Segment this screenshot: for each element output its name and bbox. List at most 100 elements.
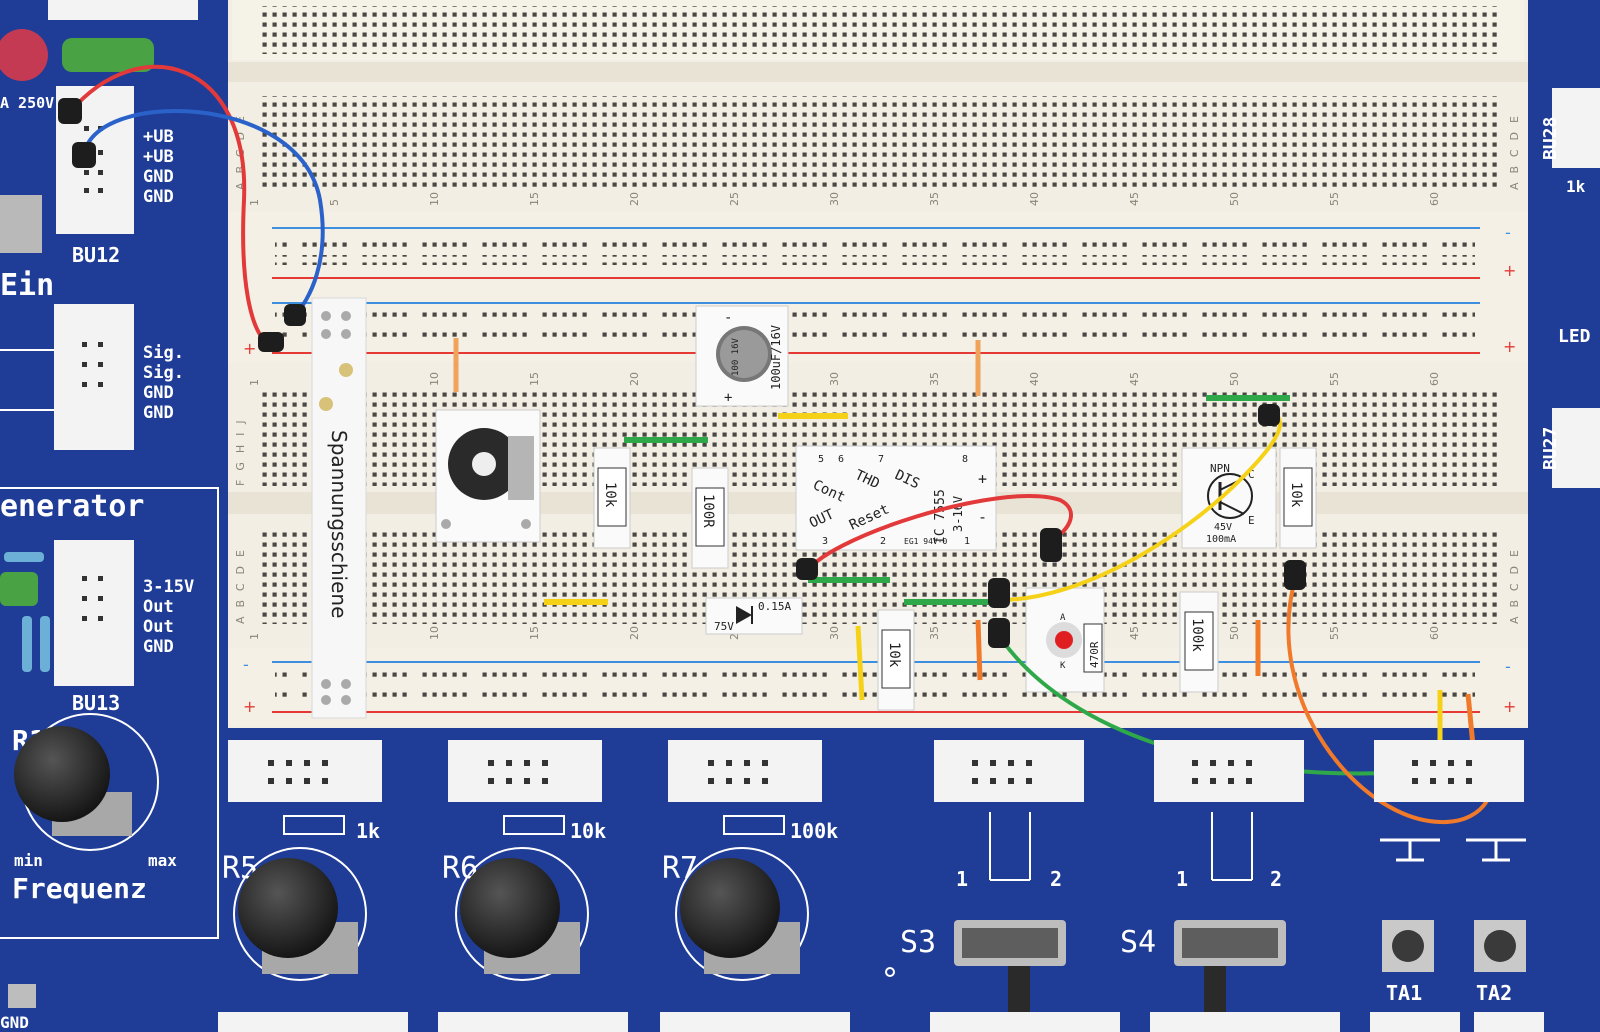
column-number: 20 (628, 372, 641, 386)
socket-hole (542, 778, 548, 784)
led-module: A K 470R (1025, 587, 1105, 693)
column-number: 40 (1028, 372, 1041, 386)
rail-plus-mark: + (1503, 337, 1516, 356)
column-number: 20 (628, 626, 641, 640)
column-number: 30 (828, 192, 841, 206)
socket-hole (708, 778, 714, 784)
r1-max-label: max (148, 851, 177, 870)
ic-pin-5: 5 (818, 454, 824, 465)
diode-current: 0.15A (758, 600, 791, 613)
socket-hole (286, 778, 292, 784)
mount-hole (885, 967, 895, 977)
bu12-pin-3: GND (143, 167, 174, 187)
socket-hole (1466, 760, 1472, 766)
bottom-socket (1474, 1012, 1544, 1032)
s3-slide-switch[interactable] (954, 920, 1066, 1016)
column-number: 60 (1428, 372, 1441, 386)
signal-pin-3: GND (143, 383, 174, 403)
ic-pin-2: 2 (880, 536, 886, 547)
signal-holes (82, 342, 103, 387)
row-letters-lower: ABCDE (234, 541, 247, 624)
right-socket (1552, 408, 1600, 488)
transistor-voltage: 45V (1214, 522, 1232, 533)
rail-holes (275, 330, 1475, 340)
socket-hole (524, 760, 530, 766)
socket-hole (1246, 778, 1252, 784)
ic-pin-3: 3 (822, 536, 828, 547)
bu12-pin-4: GND (143, 187, 174, 207)
column-number: 60 (1428, 192, 1441, 206)
socket-hole (1210, 760, 1216, 766)
transistor-module: NPN C E 45V 100mA (1181, 447, 1277, 549)
bu13-pin-2: Out (143, 597, 174, 617)
rail-plus-mark: + (243, 697, 256, 716)
led-resistor: 470R (1088, 641, 1101, 668)
socket-hole (506, 778, 512, 784)
resistor-value: 10k (886, 642, 902, 668)
socket-hole (1192, 778, 1198, 784)
ta2-label: TA2 (1476, 981, 1512, 1005)
resistor-10k-c: 10k (1279, 447, 1317, 549)
diode-voltage: 75V (714, 620, 734, 633)
wire-plugs (58, 98, 1498, 786)
socket-hole (524, 778, 530, 784)
r6-socket (448, 740, 602, 802)
socket-hole (1448, 778, 1454, 784)
ta1-label: TA1 (1386, 981, 1422, 1005)
rail-holes (275, 237, 1475, 247)
column-number: 50 (1228, 372, 1241, 386)
s4-slide-switch[interactable] (1174, 920, 1286, 1016)
column-number: 50 (1228, 626, 1241, 640)
transistor-e: E (1248, 514, 1255, 527)
button-symbols (1380, 838, 1526, 862)
bu27-label: BU27 (1540, 427, 1561, 470)
rail-minus-mark: - (1505, 223, 1511, 242)
resistor-value: 100k (1189, 618, 1205, 652)
r6-knob[interactable] (455, 847, 589, 981)
r5-knob[interactable] (233, 847, 367, 981)
bu13-pin-1: 3-15V (143, 577, 194, 597)
wire-red-power (68, 64, 270, 346)
r1-knob[interactable] (14, 713, 159, 851)
socket-hole (304, 760, 310, 766)
socket-hole (506, 760, 512, 766)
jumper-wires (453, 338, 1477, 757)
rail-holes (275, 255, 1475, 265)
column-number: 30 (828, 626, 841, 640)
spannungsschiene: Spannungsschiene (311, 297, 367, 719)
s4-label: S4 (1120, 925, 1156, 960)
column-number: 1 (248, 379, 261, 386)
resistor-100r: 100R (691, 467, 729, 569)
pot-symbol (283, 815, 345, 835)
flex-wires (68, 64, 1495, 825)
socket-hole (990, 778, 996, 784)
pot-symbol (503, 815, 565, 835)
column-number: 10 (428, 626, 441, 640)
ta1-button[interactable] (1382, 920, 1434, 972)
hole-field-top (260, 6, 1500, 54)
socket-hole (1026, 760, 1032, 766)
transistor-current: 100mA (1206, 534, 1236, 545)
r7-knob[interactable] (675, 847, 809, 981)
column-number: 55 (1328, 626, 1341, 640)
s3-symbol (989, 812, 1031, 881)
column-number: 55 (1328, 192, 1341, 206)
s3-pos2: 2 (1050, 867, 1062, 891)
bottom-controls: 1k 10k 100k R5 R6 R7 1 2 1 2 S3 S4 (218, 740, 1544, 1032)
bottom-socket (218, 1012, 408, 1032)
rail-module (311, 297, 367, 719)
ta-socket (1374, 740, 1524, 802)
capacitor-green (62, 38, 154, 72)
socket-hole (726, 778, 732, 784)
rail-plus-mark: + (243, 339, 256, 358)
socket-hole (1008, 760, 1014, 766)
ta2-button[interactable] (1474, 920, 1526, 972)
socket-hole (744, 760, 750, 766)
s4-pos1: 1 (1176, 867, 1188, 891)
capacitor-label: 100uF/16V (769, 325, 783, 390)
socket-hole (1246, 760, 1252, 766)
socket-hole (708, 760, 714, 766)
column-number: 1 (248, 199, 261, 206)
ic-supply: 3-16V (951, 496, 965, 532)
top-socket (48, 0, 198, 20)
